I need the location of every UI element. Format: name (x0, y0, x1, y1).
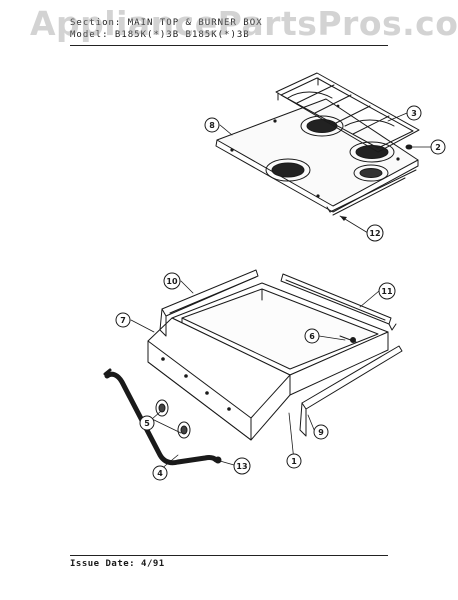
callout-7: 7 (115, 312, 131, 328)
callout-3: 3 (406, 105, 422, 121)
valve-holes (161, 357, 231, 411)
callouts: 8 3 2 12 10 11 (115, 105, 446, 481)
callout-9: 9 (313, 424, 329, 440)
callout-7-label: 7 (120, 316, 126, 325)
trim-strip (326, 169, 417, 213)
rail-left-back (159, 269, 259, 337)
trim-strip-line (332, 177, 406, 216)
callout-2-label: 2 (435, 143, 441, 152)
callout-11: 11 (378, 282, 396, 300)
callout-11-label: 11 (381, 287, 393, 296)
model-title: Model: B185K(*)3B B185K(*)3B (70, 30, 250, 40)
section-title: Section: MAIN TOP & BURNER BOX (70, 18, 263, 28)
burner-openings (265, 115, 395, 182)
header-rule (70, 45, 388, 46)
part-6-fitting (339, 335, 357, 343)
callout-1: 1 (286, 453, 302, 469)
issue-date: Issue Date: 4/91 (70, 559, 165, 569)
callout-10-label: 10 (166, 277, 178, 286)
burner-box-assembly (103, 269, 403, 466)
valve-fittings (155, 399, 191, 439)
burner-grate (275, 72, 420, 153)
footer-rule (70, 555, 388, 556)
callout-6-label: 6 (309, 332, 315, 341)
callout-2: 2 (430, 139, 446, 155)
burner-box-floor (181, 288, 379, 370)
callout-8: 8 (204, 117, 220, 133)
callout-12: 12 (366, 224, 384, 242)
callout-5-label: 5 (144, 419, 150, 428)
arrow-12 (340, 216, 347, 221)
part-2-marker (405, 144, 413, 150)
callout-4-label: 4 (157, 469, 163, 478)
rail-right-back (280, 273, 397, 331)
cooktop-assembly (215, 72, 420, 216)
cooktop-edge (215, 139, 419, 213)
callout-5: 5 (139, 415, 155, 431)
callout-4: 4 (152, 465, 168, 481)
callout-13: 13 (233, 457, 251, 475)
callout-12-label: 12 (369, 229, 380, 238)
gas-manifold-tube (103, 368, 222, 466)
callout-1-label: 1 (291, 457, 297, 466)
plate-holes (230, 104, 400, 198)
rail-right-front (299, 345, 403, 437)
callout-3-label: 3 (411, 109, 417, 118)
callout-10: 10 (163, 272, 181, 290)
callout-6: 6 (304, 328, 320, 344)
callout-8-label: 8 (209, 121, 215, 130)
callout-13-label: 13 (236, 462, 247, 471)
leader-lines (130, 112, 432, 471)
callout-9-label: 9 (318, 428, 324, 437)
